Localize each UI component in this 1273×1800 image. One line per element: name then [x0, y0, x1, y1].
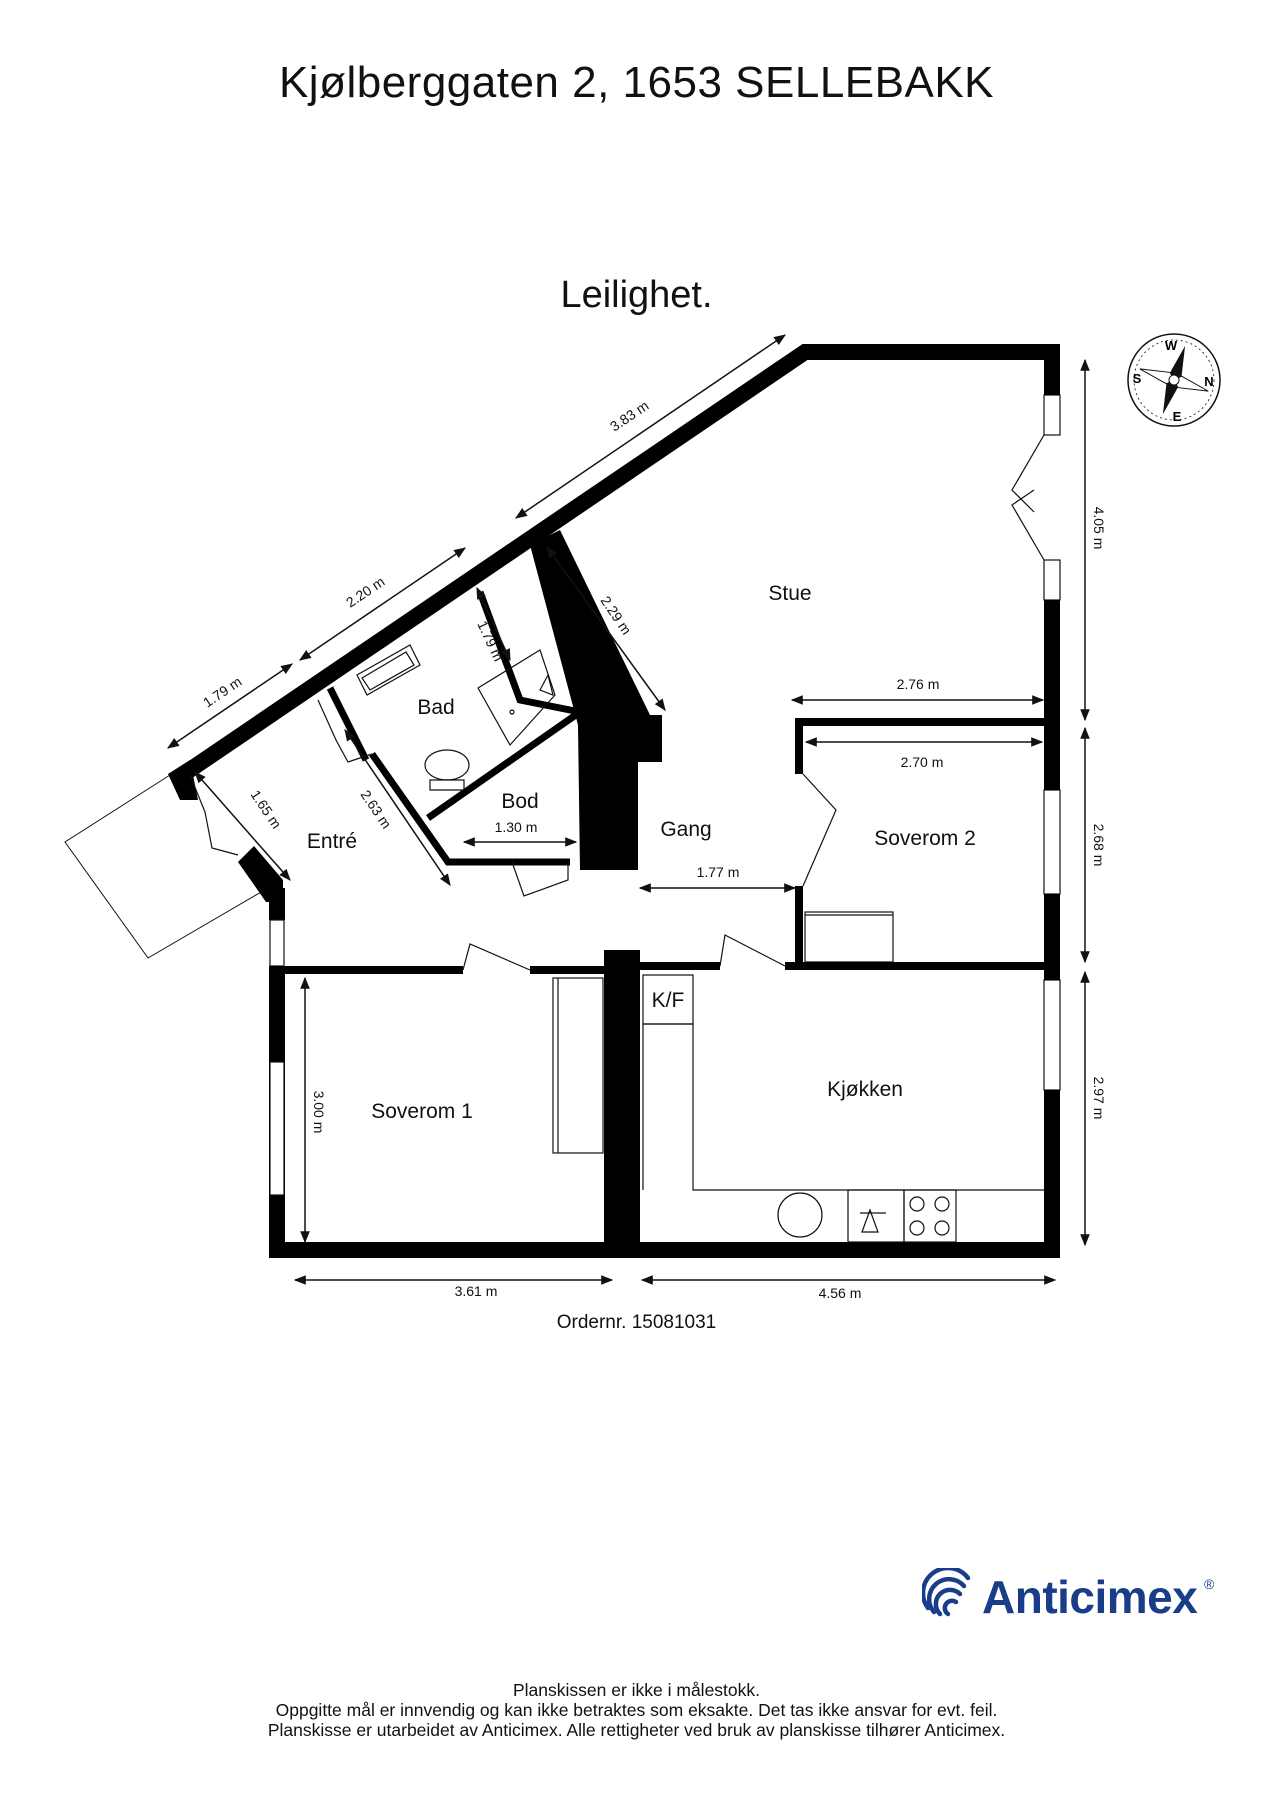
room-label-soverom1: Soverom 1: [371, 1100, 473, 1123]
room-label-bad: Bad: [417, 696, 454, 719]
balcony-outline: [64, 774, 269, 959]
soverom2-door: [802, 773, 837, 887]
kjokken-walls: [640, 962, 1060, 970]
bod-door: [511, 861, 569, 897]
dim-383: 3.83 m: [607, 397, 651, 434]
kitchen-counters: [642, 974, 1044, 1243]
dim-179a: 1.79 m: [200, 673, 244, 710]
dim-456: 4.56 m: [819, 1285, 862, 1301]
svg-text:E: E: [1173, 409, 1182, 424]
right-wall: [1044, 348, 1060, 1258]
anticimex-swirl-icon: [922, 1568, 971, 1617]
dimension-lines: [167, 334, 1090, 1285]
bathroom-walls: [326, 590, 583, 866]
dim-405: 4.05 m: [1091, 507, 1107, 550]
dim-361: 3.61 m: [455, 1283, 498, 1299]
compass-icon: W N S E: [1127, 333, 1221, 427]
dim-263: 2.63 m: [358, 787, 395, 831]
svg-text:N: N: [1204, 374, 1213, 389]
soverom1-door: [462, 943, 531, 971]
dim-177: 1.77 m: [697, 864, 740, 880]
dim-297: 2.97 m: [1091, 1077, 1107, 1120]
room-label-kf: K/F: [652, 989, 685, 1012]
footer-line-2: Oppgitte mål er innvendig og kan ikke be…: [275, 1700, 998, 1720]
room-label-entre: Entré: [307, 830, 357, 853]
entry-walls: [168, 760, 283, 902]
dim-165: 1.65 m: [248, 787, 285, 831]
footer-line-3: Planskisse er utarbeidet av Anticimex. A…: [267, 1720, 1006, 1740]
entry-door: [189, 774, 239, 856]
footer-line-1: Planskissen er ikke i målestokk.: [512, 1680, 761, 1700]
terrace-door: [1011, 434, 1045, 561]
soverom1-walls: [269, 966, 605, 974]
dim-268: 2.68 m: [1091, 824, 1107, 867]
dim-130: 1.30 m: [495, 819, 538, 835]
brand-registered: ®: [1204, 1576, 1215, 1592]
room-label-soverom2: Soverom 2: [874, 827, 976, 850]
dim-270: 2.70 m: [901, 754, 944, 770]
soverom2-closet: [804, 911, 894, 963]
dim-276: 2.76 m: [897, 676, 940, 692]
order-number: Ordernr. 15081031: [556, 1312, 717, 1333]
svg-text:W: W: [1165, 338, 1178, 353]
footer-disclaimer: Planskissen er ikke i målestokk. Oppgitt…: [0, 1680, 1273, 1740]
soverom1-wardrobe: [552, 977, 604, 1154]
central-wall: [604, 950, 640, 1258]
windows: [269, 394, 1061, 1196]
kjokken-door: [719, 934, 786, 967]
dim-300: 3.00 m: [311, 1091, 327, 1134]
address-title: Kjølberggaten 2, 1653 SELLEBAKK: [278, 58, 995, 107]
room-label-kjokken: Kjøkken: [827, 1078, 903, 1101]
room-label-stue: Stue: [768, 582, 811, 605]
anticimex-logo: Anticimex ®: [922, 1568, 1222, 1628]
unit-subtitle: Leilighet.: [560, 274, 713, 316]
room-label-bod: Bod: [501, 790, 538, 813]
bad-fixtures: [356, 644, 556, 791]
room-label-gang: Gang: [660, 818, 711, 841]
svg-text:S: S: [1133, 371, 1142, 386]
brand-name: Anticimex: [982, 1571, 1198, 1623]
